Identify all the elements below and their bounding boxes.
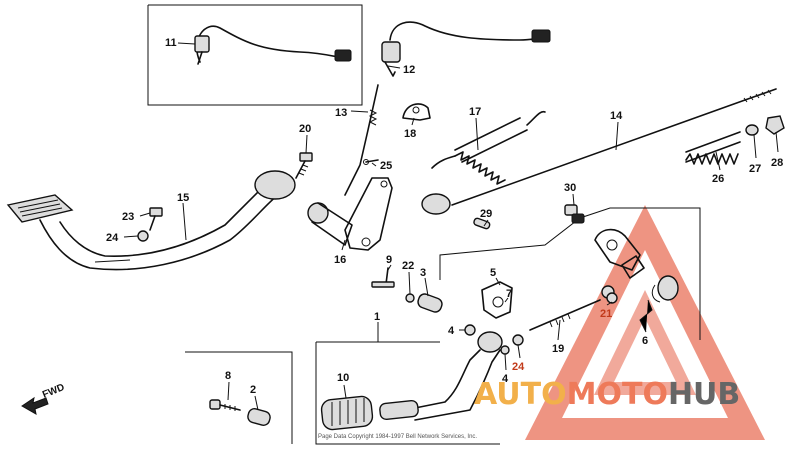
callout-13: 13	[335, 107, 347, 119]
part-22-washer	[405, 293, 415, 303]
part-26-spring	[685, 131, 741, 165]
part-28-adjusting-nut	[765, 115, 785, 135]
callout-15: 15	[177, 192, 189, 204]
part-23-bolt	[149, 207, 163, 231]
part-20-bolt	[295, 152, 313, 179]
callout-21: 21	[600, 308, 612, 320]
callout-24-right: 24	[512, 361, 525, 373]
part-12-stop-switch	[381, 21, 551, 77]
callout-11: 11	[165, 37, 177, 49]
watermark-auto: AUTO	[474, 377, 567, 412]
callout-16: 16	[334, 254, 346, 266]
callout-18: 18	[404, 128, 416, 140]
callout-29: 29	[480, 208, 492, 220]
part-17-return-spring	[431, 110, 546, 185]
part-27-joint	[745, 124, 759, 136]
part-30-bolt	[564, 204, 585, 224]
callout-4-upper: 4	[448, 325, 455, 337]
callout-23: 23	[122, 211, 134, 223]
watermark-hub: HUB	[668, 377, 740, 412]
leader-lines	[123, 42, 779, 411]
callout-28: 28	[771, 157, 783, 169]
part-9-bolt	[371, 267, 395, 288]
callout-26: 26	[712, 173, 724, 185]
part-5-bracket	[481, 281, 513, 319]
callout-1: 1	[374, 311, 380, 323]
callout-14: 14	[610, 110, 623, 122]
part-11-stop-switch	[194, 25, 352, 65]
callout-3: 3	[420, 267, 426, 279]
callout-10: 10	[337, 372, 349, 384]
part-24-nut-left	[137, 230, 149, 242]
part-18-clamp	[402, 103, 431, 121]
callout-5: 5	[490, 267, 496, 279]
svg-text:AUTOMOTOHUB: AUTOMOTOHUB	[474, 377, 740, 412]
part-2-collar	[247, 408, 271, 426]
callout-6: 6	[642, 335, 648, 347]
callout-4-lower: 4	[502, 373, 509, 385]
callout-17: 17	[469, 106, 481, 118]
callout-9: 9	[386, 254, 392, 266]
part-1-pedal-arm	[404, 331, 503, 421]
callout-2: 2	[250, 384, 256, 396]
callout-labels: 11 12 13 18 17 14 25 20 15 23 24 16 29 3…	[106, 37, 783, 396]
part-15-brake-pedal	[6, 170, 296, 271]
callout-19: 19	[552, 343, 564, 355]
copyright-notice: Page Data Copyright 1984-1997 Bell Netwo…	[318, 434, 477, 440]
callout-24-left: 24	[106, 232, 119, 244]
watermark-moto: MOTO	[567, 377, 668, 412]
part-25-pin	[363, 159, 379, 165]
watermark-text: AUTOMOTOHUB	[474, 377, 740, 412]
fwd-label: FWD	[41, 382, 66, 401]
part-29-pin	[473, 217, 491, 230]
callout-8: 8	[225, 370, 231, 382]
callout-7: 7	[506, 288, 512, 300]
fwd-arrow: FWD	[21, 382, 66, 415]
part-8-bolt	[209, 399, 241, 411]
callout-22: 22	[402, 260, 414, 272]
part-3-collar	[417, 293, 443, 313]
part-24-nut-right	[512, 334, 524, 346]
part-6-yoke	[594, 228, 679, 304]
callout-12: 12	[403, 64, 415, 76]
callout-20: 20	[299, 123, 311, 135]
part-10-pedal-rubber	[320, 395, 419, 431]
callout-25: 25	[380, 160, 392, 172]
part-16-pivot-arm	[307, 177, 393, 251]
part-14-brake-rod	[421, 88, 777, 215]
inset-box-switch	[147, 4, 363, 106]
callout-27: 27	[749, 163, 761, 175]
part-13-switch-spring	[344, 84, 379, 196]
callout-30: 30	[564, 182, 576, 194]
